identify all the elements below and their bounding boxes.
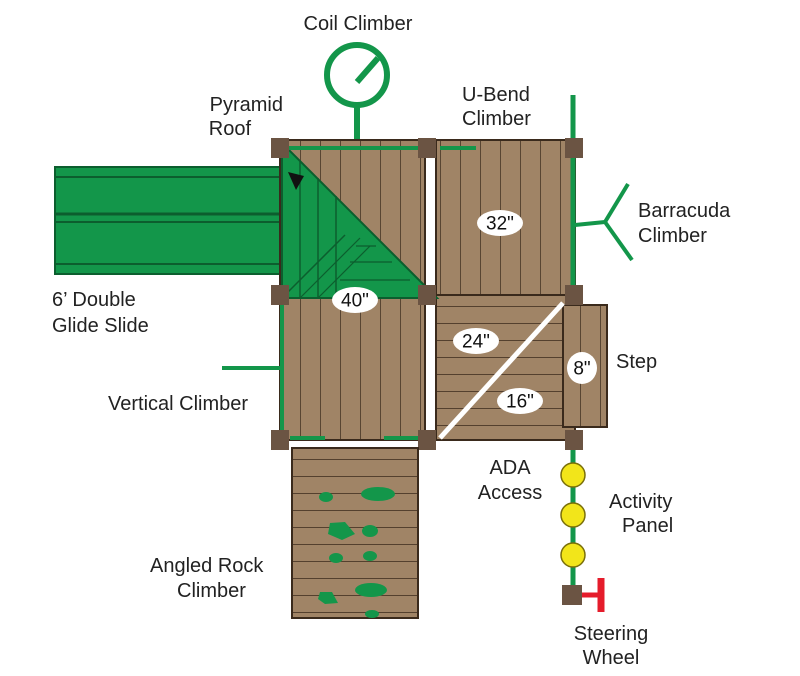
u-bend-label-line2: Climber	[462, 108, 531, 130]
double-glide-slide	[54, 166, 288, 275]
ada-access-ramp	[438, 301, 565, 440]
height-badge-40: 40"	[332, 287, 378, 313]
svg-text:16": 16"	[506, 392, 534, 413]
height-badge-16: 16"	[497, 388, 543, 414]
steering-wheel-label-line1: Steering	[574, 623, 649, 645]
vertical-climber-label: Vertical Climber	[108, 393, 248, 415]
double-slide-label-line1: 6’ Double	[52, 289, 136, 311]
rock-climber-label-line2: Climber	[177, 580, 246, 602]
height-badge-24: 24"	[453, 328, 499, 354]
u-bend-label-line1: U-Bend	[462, 84, 530, 106]
pyramid-roof-label-line1: Pyramid	[210, 94, 283, 116]
barracuda-label-line2: Climber	[638, 225, 707, 247]
barracuda-climber	[574, 182, 634, 262]
ada-access-label-line2: Access	[478, 482, 542, 504]
deck-posts	[271, 138, 583, 450]
svg-text:32": 32"	[486, 214, 514, 235]
arrow-icon	[288, 172, 304, 190]
height-badge-32: 32"	[477, 210, 523, 236]
barracuda-label-line1: Barracuda	[638, 200, 731, 222]
steering-wheel	[562, 578, 605, 612]
pyramid-roof-label-line2: Roof	[209, 118, 252, 140]
rock-climber-label-line1: Angled Rock	[150, 555, 264, 577]
height-badge-8: 8"	[567, 352, 597, 384]
coil-climber-label: Coil Climber	[304, 13, 413, 35]
svg-text:24": 24"	[462, 332, 490, 353]
step-label: Step	[616, 351, 657, 373]
deck-lower-left	[279, 294, 426, 441]
svg-text:8": 8"	[573, 359, 590, 380]
svg-text:40": 40"	[341, 291, 369, 312]
steering-wheel-label-line2: Wheel	[583, 647, 640, 669]
pyramid-roof	[281, 140, 440, 299]
ada-access-label-line1: ADA	[489, 457, 531, 479]
angled-rock-climber	[291, 447, 419, 619]
activity-panel-label-line1: Activity	[609, 491, 672, 513]
coil-climber	[324, 42, 390, 148]
double-slide-label-line2: Glide Slide	[52, 315, 149, 337]
activity-panel-label-line2: Panel	[622, 515, 673, 537]
activity-panel	[560, 450, 586, 585]
